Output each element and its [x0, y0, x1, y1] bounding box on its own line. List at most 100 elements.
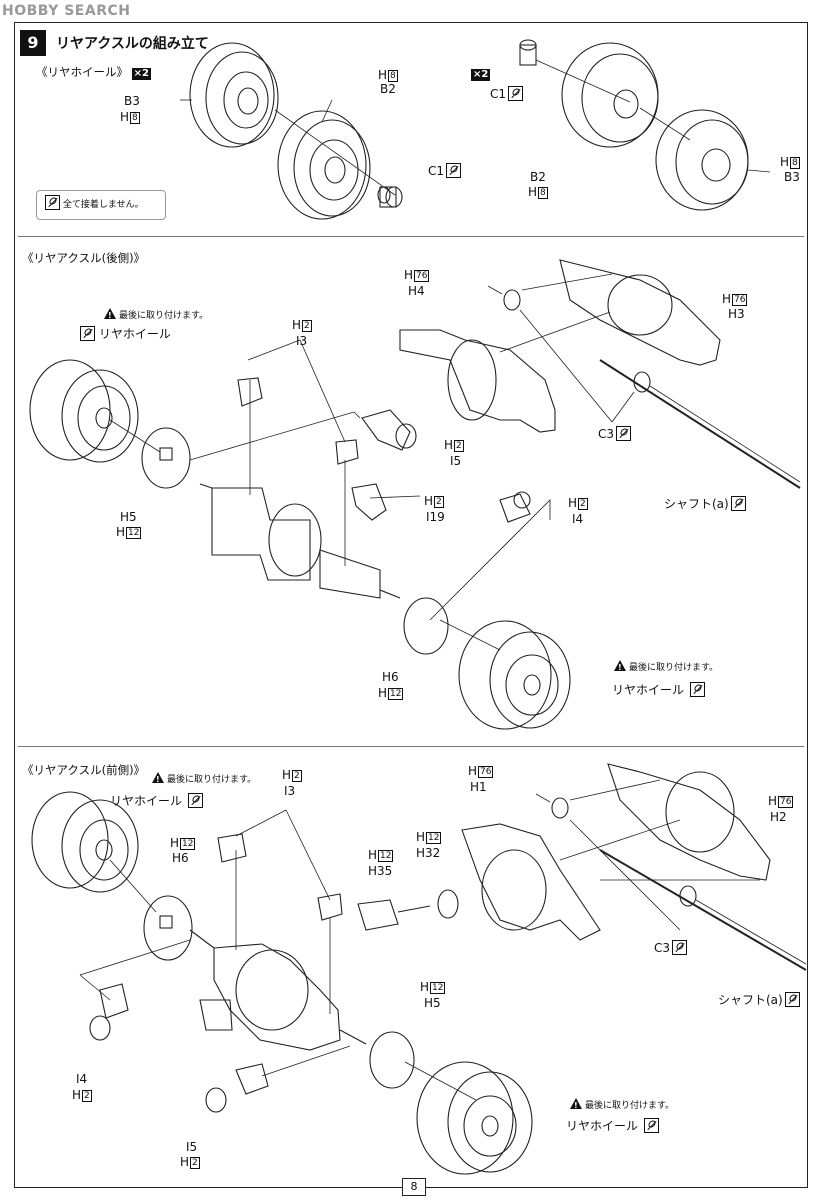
axle-housing-front — [189, 929, 367, 1051]
label-c3-front: C3 — [654, 940, 688, 955]
divider-1 — [18, 236, 804, 237]
label-b2-left: B2 — [380, 82, 396, 96]
glue-icon — [689, 682, 705, 697]
step-number: 9 — [27, 33, 39, 52]
multiplier-badge-right: ×2 — [471, 69, 491, 81]
label-rear-wheel-front-2: リヤホイール — [566, 1118, 659, 1133]
label-i5-front: I5 — [186, 1140, 198, 1154]
glue-icon — [643, 1118, 659, 1133]
part-i3-front-a — [217, 833, 247, 863]
bushing-back-b — [633, 371, 651, 393]
label-h1: H1 — [470, 780, 487, 794]
part-i4-front — [89, 983, 129, 1041]
warn-last-front-1: 最後に取り付けます。 — [152, 772, 256, 787]
label-i4-back: I4 — [572, 512, 584, 526]
label-shaft-front: シャフト(a) — [718, 992, 800, 1007]
label-h4: H4 — [408, 284, 425, 298]
label-i3-back: I3 — [296, 334, 308, 348]
rear-axle-front-subtitle: 《リヤアクスル(前側)》 — [22, 763, 146, 777]
bracket-h4 — [399, 329, 556, 433]
wheel-b2-left — [277, 110, 371, 220]
bracket-h2 — [607, 763, 771, 881]
bushing-front-b — [679, 885, 697, 907]
glue-icon — [508, 86, 524, 101]
no-glue-note: 全て接着しません。 — [36, 190, 166, 220]
step-title: リヤアクスルの組み立て — [56, 36, 209, 52]
glue-icon — [187, 793, 203, 808]
label-h6-back: H6 — [382, 670, 399, 684]
warning-icon — [570, 1098, 582, 1113]
label-b2-right: B2 — [530, 170, 546, 184]
wheel-b2-right — [561, 42, 659, 148]
label-shaft-back: シャフト(a) — [664, 496, 746, 511]
hobby-search-logo: HOBBY SEARCH — [2, 3, 130, 19]
wheel-rear-right-front — [416, 1061, 533, 1175]
label-h5-back: H5 — [120, 510, 137, 524]
page-number: 8 — [402, 1178, 426, 1196]
cap-c1-left — [377, 186, 403, 208]
label-h6-front: H6 — [172, 851, 189, 865]
glue-icon — [730, 496, 746, 511]
label-b3-right: B3 — [784, 170, 800, 184]
disc-h5-back — [141, 427, 191, 489]
disc-h6-front — [143, 895, 193, 961]
label-c1-left: C1 — [428, 163, 462, 178]
rear-axle-back-subtitle: 《リヤアクスル(後側)》 — [22, 251, 146, 265]
warn-last-back-1: 最後に取り付けます。 — [104, 308, 208, 323]
label-i3-front: I3 — [284, 784, 296, 798]
label-b3-left: B3 — [124, 94, 140, 108]
part-i3-back-b — [335, 439, 359, 465]
glue-icon — [784, 992, 800, 1007]
label-h2-front: H2 — [770, 810, 787, 824]
label-i19-back: I19 — [426, 510, 445, 524]
label-c3-back: C3 — [598, 426, 632, 441]
wheel-b3-right — [655, 109, 749, 211]
label-h3: H3 — [728, 307, 745, 321]
label-i5-back: I5 — [450, 454, 462, 468]
part-i19-back — [351, 483, 387, 521]
glue-icon — [672, 940, 688, 955]
disc-h5-front — [369, 1031, 415, 1089]
part-i3-back-a — [237, 377, 263, 407]
cap-c1-right — [519, 39, 537, 66]
flange-h32 — [437, 889, 459, 919]
label-rear-wheel-back-2: リヤホイール — [612, 682, 705, 697]
wheel-rear-left-front — [31, 791, 139, 893]
disc-h6-back — [403, 597, 449, 655]
part-i4-back — [499, 491, 531, 523]
label-c1-right: C1 — [490, 86, 524, 101]
bushing-front-a — [551, 797, 569, 819]
bushing-back-a — [503, 289, 521, 311]
label-h35: H35 — [368, 864, 393, 878]
differential-h1 — [461, 823, 601, 941]
warn-last-front-2: 最後に取り付けます。 — [570, 1098, 674, 1113]
part-i5-back — [361, 409, 417, 451]
divider-2 — [18, 746, 804, 747]
warning-icon — [614, 660, 626, 675]
glue-icon — [446, 163, 462, 178]
label-rear-wheel-front-1: リヤホイール — [110, 793, 203, 808]
label-h5-front: H5 — [424, 996, 441, 1010]
warn-last-back-2: 最後に取り付けます。 — [614, 660, 718, 675]
wheel-rear-left-back — [29, 359, 139, 463]
